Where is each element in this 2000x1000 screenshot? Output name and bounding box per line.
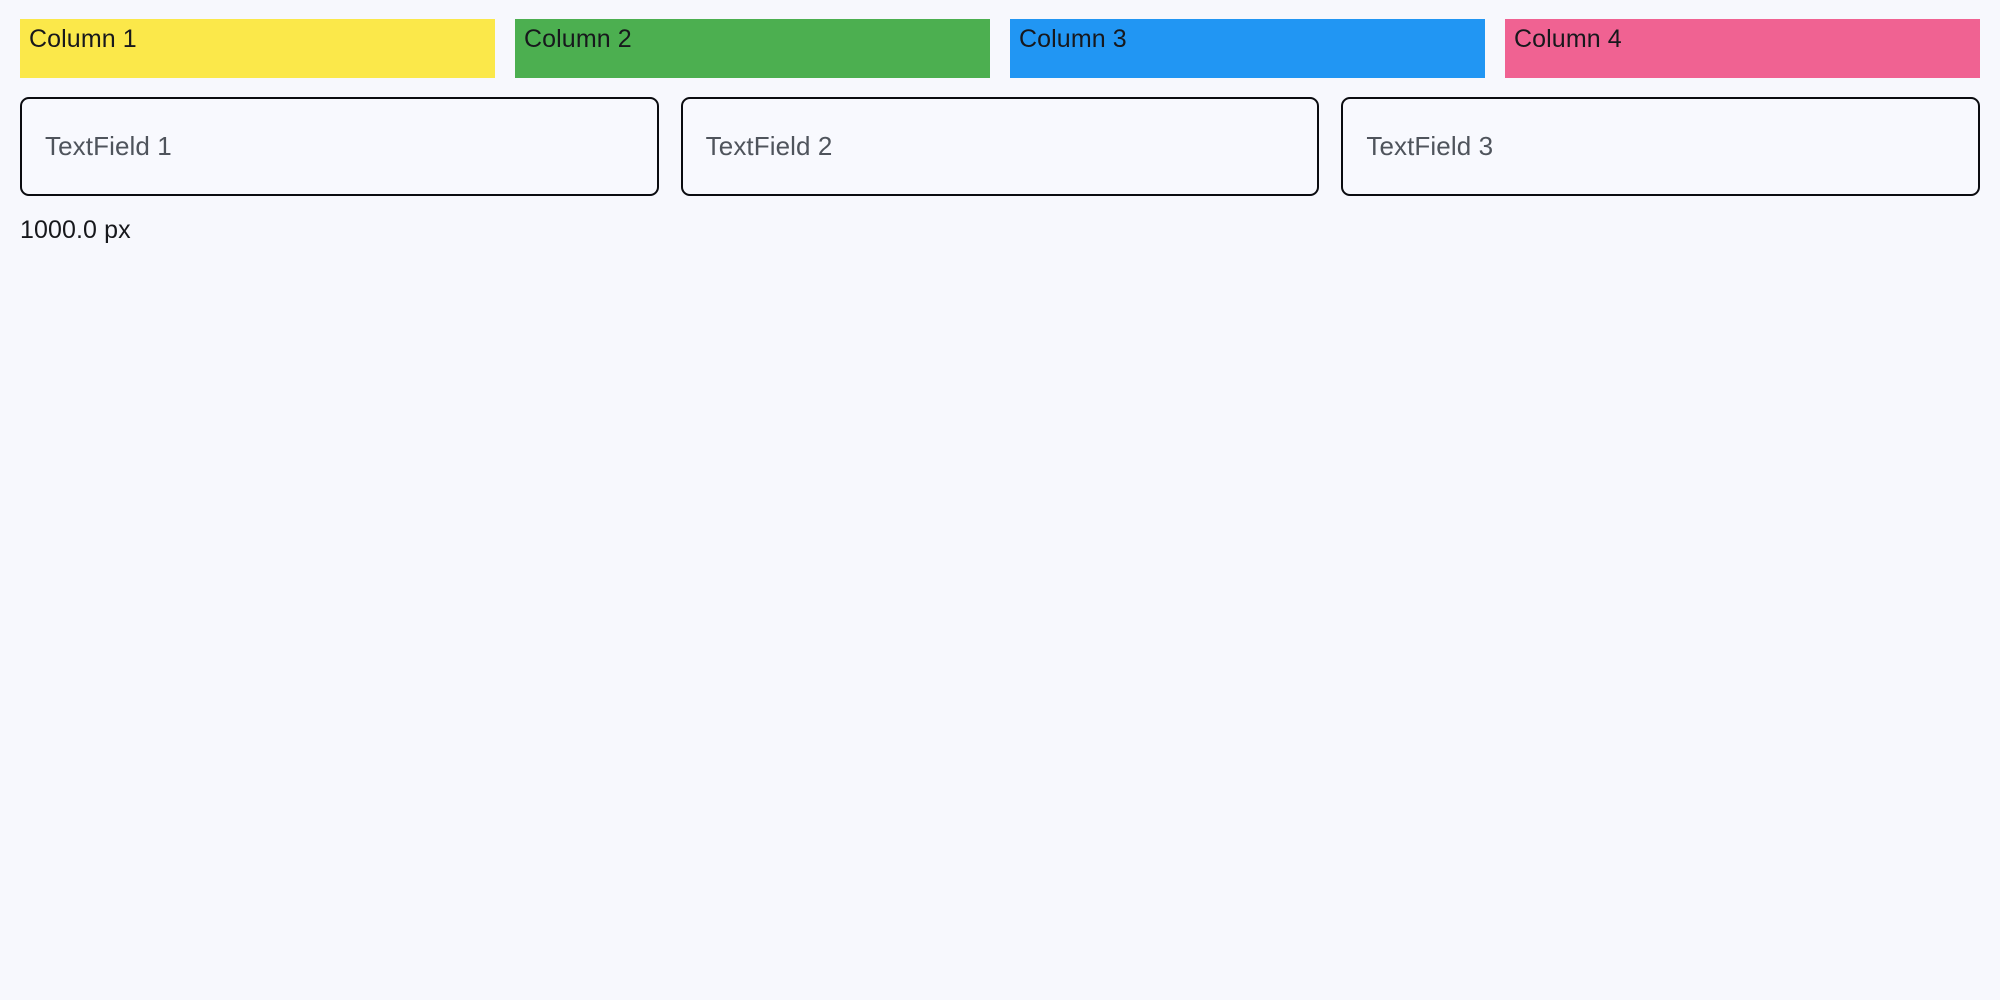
textfield-3[interactable] (1341, 97, 1981, 196)
column-bar-1[interactable]: Column 1 (20, 19, 495, 78)
text-fields-row (20, 97, 1981, 196)
textfield-1[interactable] (20, 97, 659, 196)
empty-canvas-area (20, 246, 1980, 991)
column-bar-1-label: Column 1 (29, 25, 137, 53)
column-bar-3-label: Column 3 (1019, 25, 1127, 53)
column-bar-4[interactable]: Column 4 (1505, 19, 1980, 78)
column-bars-row: Column 1 Column 2 Column 3 Column 4 (20, 19, 1980, 78)
column-bar-2[interactable]: Column 2 (515, 19, 990, 78)
column-bar-2-label: Column 2 (524, 25, 632, 53)
textfield-2[interactable] (680, 97, 1320, 196)
width-measurement-label: 1000.0 px (20, 216, 131, 244)
column-bar-4-label: Column 4 (1514, 25, 1622, 53)
status-row: 1000.0 px (20, 214, 1980, 246)
column-bar-3[interactable]: Column 3 (1010, 19, 1485, 78)
